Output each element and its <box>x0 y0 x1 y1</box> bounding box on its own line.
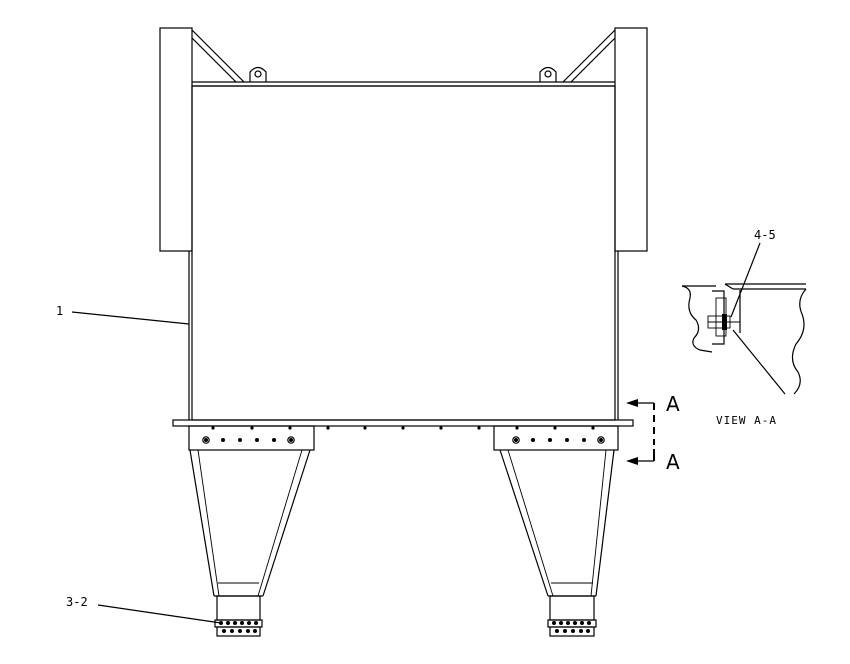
lifting-lug-right <box>539 66 557 82</box>
right-leg-bolt-row <box>512 436 605 444</box>
view-a-a-title: VIEW A-A <box>716 414 777 427</box>
section-letter-top: A <box>666 392 680 416</box>
left-foot-bolt-cluster <box>214 619 263 637</box>
right-support-leg <box>493 425 619 637</box>
right-side-column <box>614 27 648 252</box>
callout-4-5-label: 4-5 <box>754 228 776 242</box>
right-foot-bolt-cluster <box>547 619 597 637</box>
callout-1-label: 1 <box>56 304 63 318</box>
main-housing <box>188 85 619 421</box>
callout-3-2-label: 3-2 <box>66 595 88 609</box>
flange-bolt-heads <box>211 426 595 430</box>
left-support-leg <box>188 425 315 637</box>
left-side-column <box>159 27 193 252</box>
base-flange <box>172 419 634 430</box>
detail-view-a-a: 4-5 VIEW A-A <box>681 228 807 427</box>
left-leg-bolt-row <box>202 436 295 444</box>
callout-1: 1 <box>56 304 190 325</box>
section-letter-bottom: A <box>666 450 680 474</box>
callout-3-2: 3-2 <box>66 595 222 624</box>
lifting-lug-left <box>249 66 267 82</box>
top-lifting-frame <box>191 29 616 87</box>
section-cut-marker: A A <box>626 392 680 474</box>
